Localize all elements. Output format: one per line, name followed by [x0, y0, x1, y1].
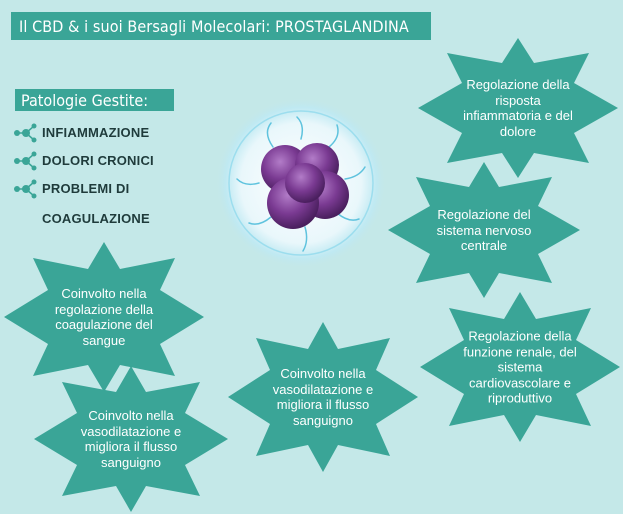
patologie-heading: Patologie Gestite:: [15, 89, 174, 111]
star-coinvolto-vasodilatazione-center: Coinvolto nella vasodilatazione e miglio…: [228, 322, 418, 472]
star-regolazione-nervoso: Regolazione del sistema nervoso centrale: [388, 162, 580, 298]
star-regolazione-infiammatoria: Regolazione della risposta infiammatoria…: [418, 38, 618, 178]
star-coinvolto-coagulazione: Coinvolto nella regolazione della coagul…: [4, 242, 204, 392]
list-item-label-continuation: COAGULAZIONE: [42, 211, 150, 226]
list-item-label: DOLORI CRONICI: [42, 153, 154, 168]
list-item: DOLORI CRONICI: [12, 148, 212, 176]
molecule-icon: [14, 123, 37, 143]
star-label: Regolazione del sistema nervoso centrale: [436, 206, 532, 253]
molecule-icon: [14, 151, 37, 171]
star-label: Coinvolto nella regolazione della coagul…: [54, 286, 154, 348]
list-item: PROBLEMI DI COAGULAZIONE: [12, 176, 212, 226]
star-coinvolto-vasodilatazione-left: Coinvolto nella vasodilatazione e miglio…: [34, 366, 228, 512]
star-label: Coinvolto nella vasodilatazione e miglio…: [272, 366, 374, 428]
list-item-label: PROBLEMI DI: [42, 181, 130, 196]
star-label: Coinvolto nella vasodilatazione e miglio…: [80, 408, 182, 470]
star-regolazione-renale: Regolazione della funzione renale, del s…: [420, 292, 620, 442]
list-item-label: INFIAMMAZIONE: [42, 125, 150, 140]
list-item: INFIAMMAZIONE: [12, 120, 212, 148]
molecule-icon: [14, 179, 37, 199]
page-title: Il CBD & i suoi Bersagli Molecolari: PRO…: [11, 12, 431, 40]
patologie-list: INFIAMMAZIONE DOLORI CRONICI: [12, 120, 212, 226]
cell-illustration: [215, 97, 387, 269]
star-label: Regolazione della funzione renale, del s…: [463, 328, 577, 406]
star-label: Regolazione della risposta infiammatoria…: [463, 77, 573, 139]
